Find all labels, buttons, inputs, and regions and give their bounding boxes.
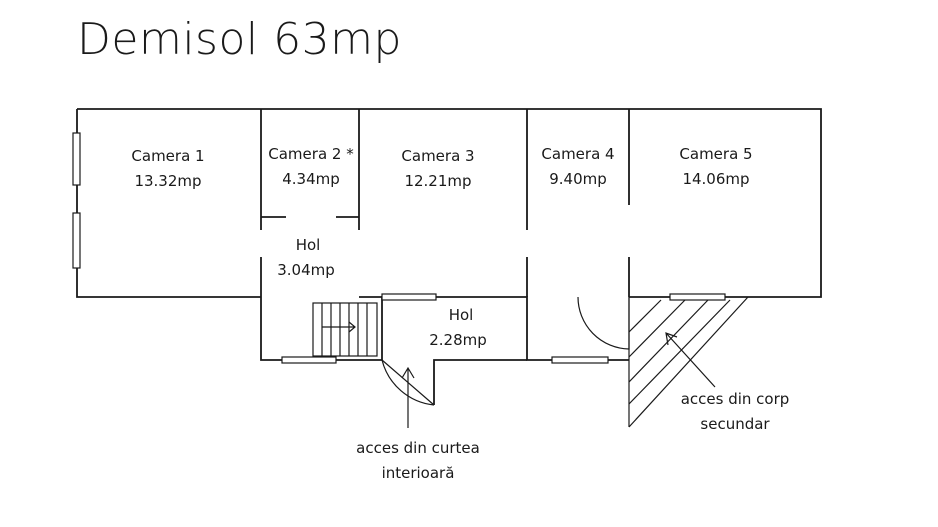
- windows: [72, 132, 726, 364]
- window-bottom-middle: [551, 356, 609, 364]
- window-hall-top: [381, 293, 437, 301]
- wall-entry-right: [433, 359, 527, 405]
- courtyard-access-label-line-2: interioară: [382, 464, 455, 482]
- room-labels: Camera 1 13.32mp Camera 2 * 4.34mp Camer…: [131, 145, 752, 349]
- room-area-camera-3: 12.21mp: [404, 172, 471, 190]
- courtyard-access-label-line-1: acces din curtea: [356, 439, 480, 457]
- window-bottom-left: [281, 356, 337, 364]
- access-annotations: acces din curtea interioară acces din co…: [356, 390, 789, 482]
- wall-corridor-top: [436, 296, 552, 361]
- window-cam5-bottom: [669, 293, 726, 301]
- room-area-camera-2: 4.34mp: [282, 170, 340, 188]
- room-name-hol-2: Hol: [449, 306, 474, 324]
- room-area-camera-1: 13.32mp: [134, 172, 201, 190]
- walls: [76, 108, 822, 405]
- access-arrows: [401, 332, 716, 428]
- room-area-camera-4: 9.40mp: [549, 170, 607, 188]
- window-left-lower: [72, 212, 81, 269]
- courtyard-access-arrow: [401, 366, 415, 428]
- outer-wall-top: [77, 108, 822, 298]
- room-name-camera-2: Camera 2 *: [268, 145, 354, 163]
- room-name-camera-5: Camera 5: [679, 145, 752, 163]
- secondary-door: [577, 296, 630, 350]
- outer-wall-left: [76, 109, 261, 298]
- secondary-access-arrow: [665, 332, 716, 388]
- room-area-camera-5: 14.06mp: [682, 170, 749, 188]
- room-name-camera-1: Camera 1: [131, 147, 204, 165]
- room-name-camera-3: Camera 3: [401, 147, 474, 165]
- room-name-camera-4: Camera 4: [541, 145, 614, 163]
- room-area-hol-1: 3.04mp: [277, 261, 335, 279]
- secondary-stair: [628, 296, 749, 428]
- window-left-upper: [72, 132, 81, 186]
- wall-lower-left: [260, 297, 282, 361]
- wall-entry-left: [381, 296, 383, 360]
- page-title: Demisol 63mp: [77, 14, 402, 65]
- secondary-access-label-line-2: secundar: [700, 415, 770, 433]
- room-area-hol-2: 2.28mp: [429, 331, 487, 349]
- secondary-access-label-line-1: acces din corp: [681, 390, 790, 408]
- staircase: [312, 302, 378, 357]
- room-name-hol-1: Hol: [296, 236, 321, 254]
